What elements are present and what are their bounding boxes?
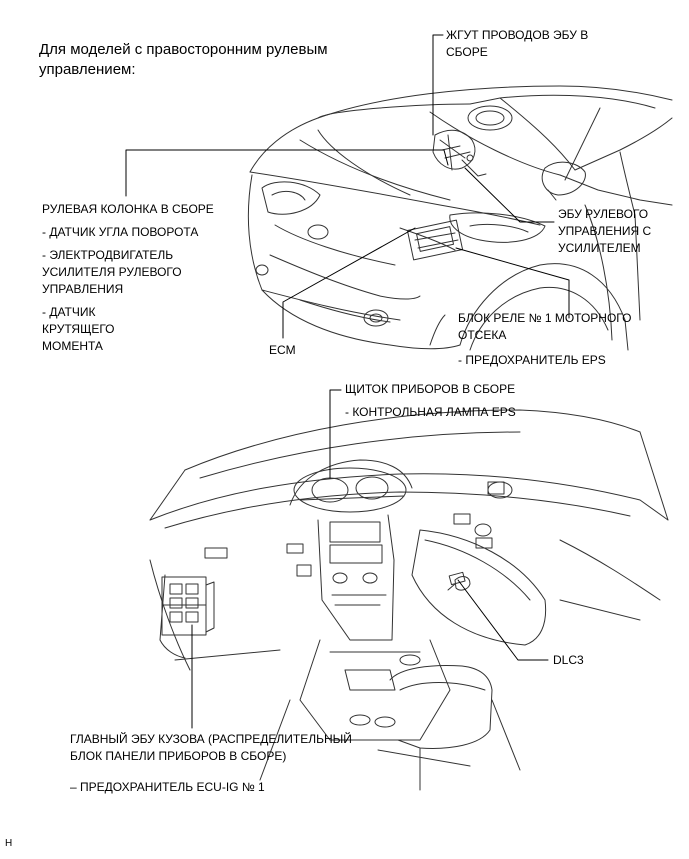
car-exterior-illustration — [248, 86, 672, 350]
label-ecm: ECM — [269, 343, 296, 357]
leader-lines — [126, 35, 569, 728]
corner-mark: H — [5, 838, 13, 849]
label-ecu-wire-harness: ЖГУТ ПРОВОДОВ ЭБУ В СБОРЕ — [446, 28, 589, 59]
label-power-steering-ecu: ЭБУ РУЛЕВОГО УПРАВЛЕНИЯ С УСИЛИТЕЛЕМ — [558, 207, 652, 255]
label-ecu-ig-fuse: – ПРЕДОХРАНИТЕЛЬ ECU-IG № 1 — [70, 780, 265, 794]
label-main-body-ecu: ГЛАВНЫЙ ЭБУ КУЗОВА (РАСПРЕДЕЛИТЕЛЬНЫЙ БЛ… — [70, 732, 352, 763]
label-engine-relay-block: БЛОК РЕЛЕ № 1 МОТОРНОГО ОТСЕКА — [458, 311, 632, 342]
label-torque-sensor: - ДАТЧИК КРУТЯЩЕГО МОМЕНТА — [42, 305, 115, 353]
label-eps-warning-light: - КОНТРОЛЬНАЯ ЛАМПА EPS — [345, 405, 516, 419]
label-dlc3: DLC3 — [553, 653, 584, 667]
label-power-steering-motor: - ЭЛЕКТРОДВИГАТЕЛЬ УСИЛИТЕЛЯ РУЛЕВОГО УП… — [42, 248, 182, 296]
label-steering-angle-sensor: - ДАТЧИК УГЛА ПОВОРОТА — [42, 225, 199, 239]
label-steering-column: РУЛЕВАЯ КОЛОНКА В СБОРЕ — [42, 202, 214, 216]
label-eps-fuse: - ПРЕДОХРАНИТЕЛЬ EPS — [458, 353, 606, 367]
dashboard-interior-illustration — [150, 410, 668, 790]
page-heading: Для моделей с правосторонним рулевым упр… — [39, 41, 328, 78]
label-combination-meter: ЩИТОК ПРИБОРОВ В СБОРЕ — [345, 382, 516, 396]
